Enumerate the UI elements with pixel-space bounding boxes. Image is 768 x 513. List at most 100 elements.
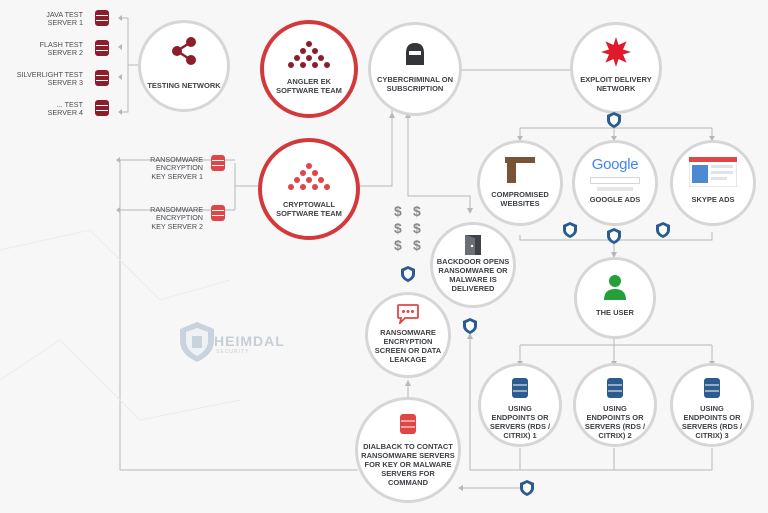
- key-server-line: ENCRYPTION: [156, 213, 203, 223]
- node-label-line: SERVERS (RDS /: [489, 422, 551, 431]
- server-label-line: SERVER 1: [47, 18, 83, 28]
- node-skype-ads: SKYPE ADS: [670, 140, 756, 226]
- database-icon: [400, 414, 416, 434]
- node-label: THE USER: [577, 308, 653, 317]
- node-label-line: CRYPTOWALL: [282, 200, 336, 209]
- node-label-line: SERVERS (RDS /: [584, 422, 646, 431]
- shield-icon: [607, 228, 621, 244]
- node-label-line: NETWORK: [596, 84, 636, 93]
- heimdal-shield-logo: [180, 322, 214, 362]
- google-logo: Google: [585, 156, 645, 191]
- database-icon: [95, 10, 109, 26]
- database-icon: [95, 40, 109, 56]
- node-label-line: DIALBACK TO CONTACT: [363, 442, 453, 451]
- node-label: COMPROMISED WEBSITES: [480, 190, 560, 208]
- node-label-line: SERVERS (RDS /: [681, 422, 743, 431]
- database-icon: [95, 70, 109, 86]
- node-endpoint-2: USING ENDPOINTS OR SERVERS (RDS / CITRIX…: [573, 363, 657, 447]
- dollar-icon: $: [394, 220, 402, 236]
- database-icon: [95, 100, 109, 116]
- node-label: TESTING NETWORK: [141, 81, 227, 90]
- node-dialback: DIALBACK TO CONTACT RANSOMWARE SERVERS F…: [355, 397, 461, 503]
- node-cybercriminal: CYBERCRIMINAL ON SUBSCRIPTION: [368, 22, 462, 116]
- node-google-ads: Google GOOGLE ADS: [572, 140, 658, 226]
- shield-icon: [401, 266, 415, 282]
- shield-icon: [563, 222, 577, 238]
- hooded-figure-icon: [406, 43, 424, 65]
- dollar-icon: $: [413, 220, 421, 236]
- node-label-line: CITRIX) 1: [503, 431, 537, 440]
- node-backdoor: BACKDOOR OPENS RANSOMWARE OR MALWARE IS …: [430, 222, 516, 308]
- node-label-line: COMMAND: [388, 478, 428, 487]
- node-label: USING ENDPOINTS OR SERVERS (RDS / CITRIX…: [481, 404, 559, 440]
- team-dots-icon: [288, 41, 330, 68]
- node-label-line: USING: [603, 404, 627, 413]
- server-label-line: SERVER 3: [47, 78, 83, 88]
- node-label-line: SCREEN OR DATA: [374, 346, 442, 355]
- google-wordmark: Google: [591, 156, 639, 173]
- node-label-line: TESTING NETWORK: [147, 81, 221, 90]
- key-server-line: KEY SERVER 2: [151, 221, 203, 231]
- chat-bubble-icon: [397, 304, 419, 324]
- node-label: EXPLOIT DELIVERY NETWORK: [573, 75, 659, 93]
- node-label: USING ENDPOINTS OR SERVERS (RDS / CITRIX…: [576, 404, 654, 440]
- node-angler-ek: ANGLER EK SOFTWARE TEAM: [260, 20, 358, 118]
- node-label: DIALBACK TO CONTACT RANSOMWARE SERVERS F…: [358, 442, 458, 487]
- node-label-line: ENDPOINTS OR: [683, 413, 741, 422]
- node-exploit-delivery: EXPLOIT DELIVERY NETWORK: [570, 22, 662, 114]
- skype-window-icon: [689, 157, 737, 187]
- node-compromised-websites: COMPROMISED WEBSITES: [477, 140, 563, 226]
- node-label-line: SKYPE ADS: [691, 195, 735, 204]
- database-icon: [211, 205, 225, 221]
- node-cryptowall: CRYPTOWALL SOFTWARE TEAM: [258, 138, 360, 240]
- shield-icon: [607, 112, 621, 128]
- user-icon: [604, 275, 626, 300]
- database-icon: [211, 155, 225, 171]
- node-label-line: ENCRYPTION: [383, 337, 433, 346]
- node-label-line: THE USER: [596, 308, 634, 317]
- node-ransomware-screen: RANSOMWARE ENCRYPTION SCREEN OR DATA LEA…: [365, 292, 451, 378]
- node-label-line: SUBSCRIPTION: [386, 84, 444, 93]
- node-label-line: WEBSITES: [500, 199, 540, 208]
- burst-icon: [601, 37, 631, 67]
- node-label-line: ENDPOINTS OR: [586, 413, 644, 422]
- server-label-3: SILVERLIGHT TEST SERVER 3: [5, 70, 83, 88]
- node-label-line: USING: [508, 404, 532, 413]
- node-label-line: ANGLER EK: [286, 77, 332, 86]
- node-label-line: CITRIX) 2: [598, 431, 632, 440]
- node-label-line: CYBERCRIMINAL ON: [376, 75, 454, 84]
- node-label: CYBERCRIMINAL ON SUBSCRIPTION: [371, 75, 459, 93]
- website-icon: [505, 157, 535, 183]
- key-server-line: ENCRYPTION: [156, 163, 203, 173]
- node-label-line: DELIVERED: [451, 284, 495, 293]
- key-server-line: RANSOMWARE: [150, 155, 203, 164]
- node-endpoint-1: USING ENDPOINTS OR SERVERS (RDS / CITRIX…: [478, 363, 562, 447]
- dollar-icon: $: [413, 203, 421, 219]
- team-dots-icon: [288, 163, 330, 190]
- node-label-line: GOOGLE ADS: [589, 195, 641, 204]
- dollar-icon: $: [413, 237, 421, 253]
- node-label: ANGLER EK SOFTWARE TEAM: [264, 77, 354, 95]
- node-label-line: RANSOMWARE SERVERS: [361, 451, 455, 460]
- dollar-icon: $: [394, 237, 402, 253]
- shield-icon: [520, 480, 534, 496]
- server-label-1: JAVA TEST SERVER 1: [20, 10, 83, 28]
- node-label-line: LEAKAGE: [389, 355, 427, 364]
- dollar-icon: $: [394, 203, 402, 219]
- node-label-line: EXPLOIT DELIVERY: [580, 75, 652, 84]
- door-icon: [465, 235, 481, 255]
- search-buttons: [597, 187, 633, 191]
- server-label-4: ... TEST SERVER 4: [20, 100, 83, 118]
- node-label: CRYPTOWALL SOFTWARE TEAM: [262, 200, 356, 218]
- database-icon: [704, 378, 720, 398]
- server-label-line: SILVERLIGHT TEST: [16, 70, 83, 79]
- server-label-line: FLASH TEST: [39, 40, 83, 49]
- node-testing-network: TESTING NETWORK: [138, 20, 230, 112]
- server-label-line: JAVA TEST: [46, 10, 83, 19]
- node-label-line: FOR KEY OR MALWARE: [364, 460, 452, 469]
- node-label-line: CITRIX) 3: [695, 431, 729, 440]
- share-icon: [172, 37, 196, 65]
- key-server-label-2: RANSOMWARE ENCRYPTION KEY SERVER 2: [130, 205, 203, 231]
- node-label-line: BACKDOOR OPENS: [436, 257, 510, 266]
